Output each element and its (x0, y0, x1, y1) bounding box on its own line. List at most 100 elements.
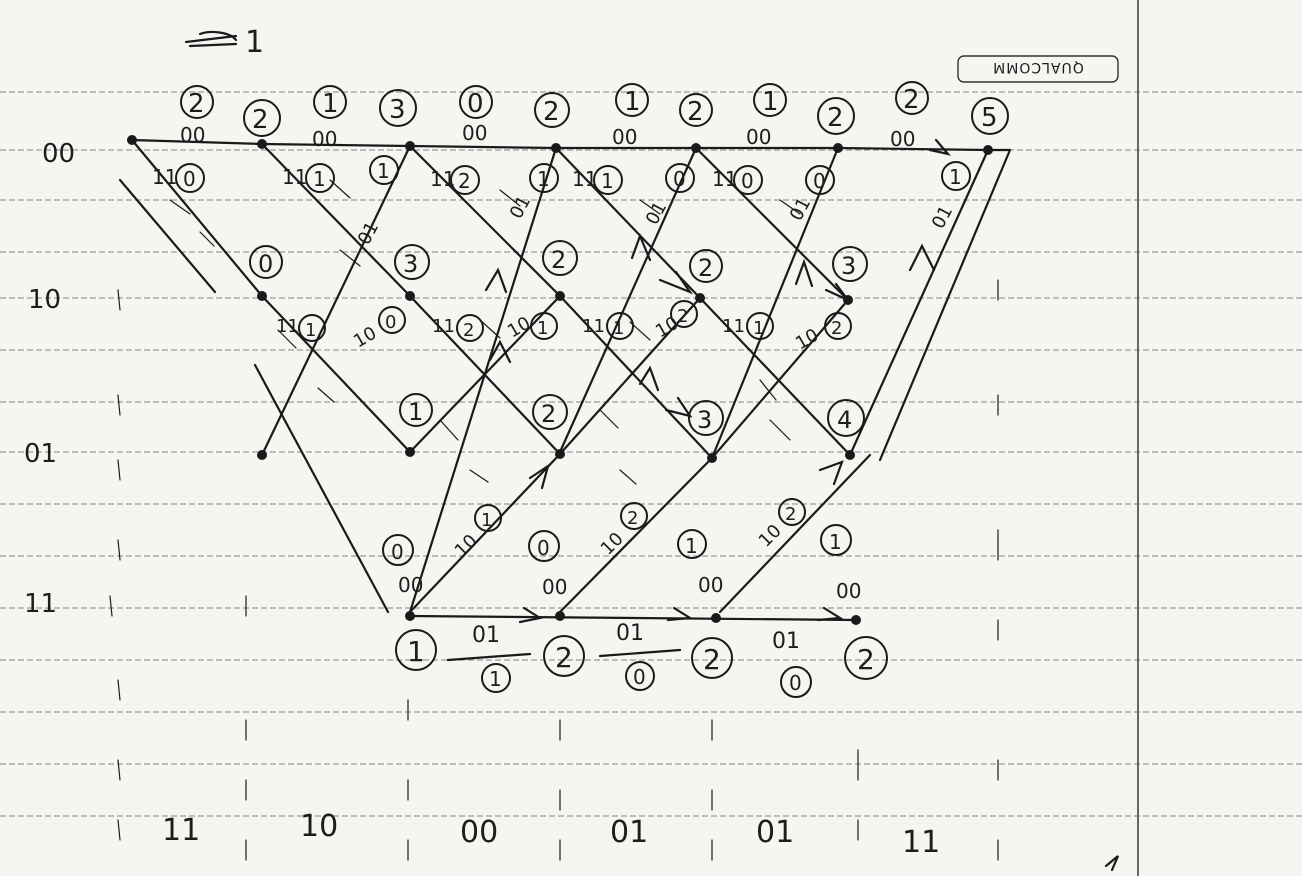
state11-node: 2 (555, 641, 573, 674)
edge-label: 00 (890, 127, 915, 151)
received-symbol-1: 11 (162, 813, 200, 848)
state-labels: 00 10 01 11 (24, 139, 75, 619)
diag-metric: 1 (377, 159, 390, 183)
state10-edge: 11 (276, 316, 299, 337)
trellis-edges (120, 140, 1010, 622)
state11-label: 00 (698, 573, 723, 597)
state11-up-metric: 0 (537, 536, 550, 560)
state10-metrics: 0 3 2 2 3 (250, 241, 867, 282)
state10-metric: 3 (841, 252, 856, 280)
state10-edge-metric: 1 (753, 318, 764, 339)
diag-metric: 2 (458, 169, 471, 193)
state10-metric: 2 (551, 246, 566, 274)
up-metric: 0 (673, 167, 686, 191)
state11-label: 00 (836, 579, 861, 603)
state10-edge: 10 (504, 313, 534, 343)
diag-label: 11 (152, 165, 177, 189)
diag-label: 11 (282, 165, 307, 189)
top-metric: 2 (827, 103, 844, 133)
state11-edges: 01 1 01 0 01 0 (448, 621, 811, 697)
top-metric: 0 (467, 89, 484, 119)
header-mark-text: 1 (245, 25, 264, 60)
state11-up-metric: 1 (685, 534, 698, 558)
state11-label: 00 (542, 575, 567, 599)
time-separators (110, 280, 998, 860)
diag-metric: 0 (183, 167, 196, 191)
received-symbol-2: 10 (300, 809, 338, 844)
state11-edge-metric: 0 (789, 671, 802, 695)
state-label-01: 01 (24, 439, 57, 469)
state10-edge-metric: 2 (831, 318, 842, 339)
diag-metric: 1 (313, 167, 326, 191)
up-metric: 1 (949, 165, 962, 189)
received-symbol-6: 11 (902, 825, 940, 860)
top-metric: 2 (903, 85, 920, 115)
top-metric: 2 (188, 89, 205, 119)
edge-label: 00 (312, 127, 337, 151)
up-metric: 0 (813, 169, 826, 193)
state10-edge-metric: 0 (385, 312, 396, 333)
received-symbol-3: 00 (460, 815, 498, 850)
brand-stamp: QUALCOMM (958, 56, 1118, 82)
top-metric: 1 (624, 87, 641, 117)
state10-metric: 2 (698, 254, 713, 282)
up-label: 01 (642, 198, 671, 228)
top-metric: 2 (687, 97, 704, 127)
edge-label: 00 (462, 121, 487, 145)
top-metric: 1 (762, 87, 779, 117)
state10-edge: 10 (350, 323, 380, 353)
state-label-10: 10 (28, 285, 61, 315)
state11-edge-metric: 0 (633, 665, 646, 689)
up-label: 01 (506, 192, 535, 222)
top-metric: 2 (543, 97, 560, 127)
state01-metrics: 1 2 3 4 (400, 394, 864, 436)
state10-metric: 0 (258, 250, 273, 278)
state-label-11: 11 (24, 589, 57, 619)
edge-label: 00 (612, 125, 637, 149)
edge-label: 00 (746, 125, 771, 149)
state10-edge-metric: 1 (305, 320, 316, 341)
state11-up-metric: 2 (627, 508, 638, 529)
state11-up-metric: 1 (481, 510, 492, 531)
state10-edge-metric: 1 (537, 318, 548, 339)
diag-metric: 0 (741, 169, 754, 193)
state11-node: 2 (857, 643, 875, 676)
received-symbols: 11 10 00 01 01 11 (162, 809, 940, 860)
state01-metric: 2 (541, 400, 556, 428)
state11-labels: 00 00 00 00 (398, 573, 861, 603)
corner-mark (1106, 856, 1118, 870)
state11-up-metric: 1 (829, 530, 842, 554)
top-metrics: 2 2 1 3 0 2 1 2 1 2 2 5 (181, 82, 1008, 136)
received-symbol-4: 01 (610, 815, 648, 850)
state11-edge: 01 (616, 621, 644, 646)
state11-up-metric: 2 (785, 504, 796, 525)
state-label-00: 00 (42, 139, 75, 169)
top-metric: 5 (981, 103, 998, 133)
diag-metric: 1 (601, 169, 614, 193)
state11-node: 1 (407, 635, 425, 668)
state11-label: 00 (398, 573, 423, 597)
state11-up-label: 10 (451, 530, 482, 561)
state11-node: 2 (703, 643, 721, 676)
state11-up-label: 10 (597, 528, 628, 559)
received-symbol-5: 01 (756, 815, 794, 850)
up-label: 01 (786, 194, 815, 224)
brand-stamp-text: QUALCOMM (992, 59, 1084, 75)
state11-up-metric: 0 (391, 540, 404, 564)
state01-metric: 3 (697, 406, 712, 434)
trellis-nodes (127, 135, 993, 625)
state01-metric: 4 (837, 406, 852, 434)
state01-metric: 1 (408, 398, 423, 426)
header-mark: 1 (186, 25, 264, 60)
state10-edge: 11 (432, 316, 455, 337)
state11-edge: 01 (772, 629, 800, 654)
top-metric: 3 (389, 95, 406, 125)
state10-edge: 11 (722, 316, 745, 337)
state11-edge-metric: 1 (489, 667, 502, 691)
top-metric: 1 (322, 89, 339, 119)
up-metric: 1 (537, 167, 550, 191)
top-metric: 2 (252, 105, 269, 135)
state10-edge-metric: 2 (463, 320, 474, 341)
